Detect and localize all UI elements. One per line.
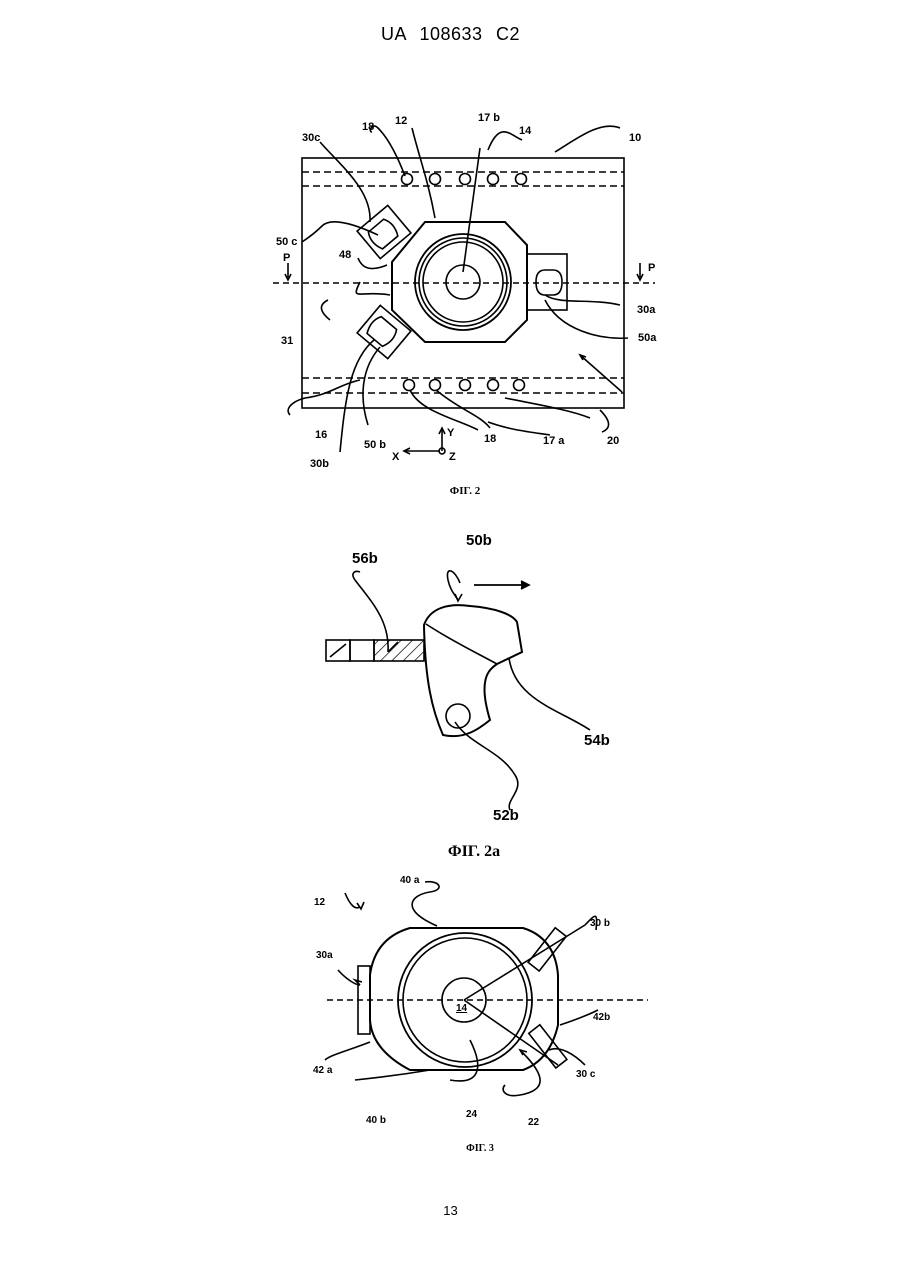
roller-30c-group bbox=[357, 205, 411, 258]
label-18-bottom: 18 bbox=[484, 433, 496, 445]
rack-segment-hatched bbox=[374, 640, 424, 661]
caption-fig2a: ФІГ. 2a bbox=[448, 843, 500, 860]
roller-30a-housing bbox=[527, 254, 567, 310]
balls-bottom bbox=[404, 380, 525, 391]
label-p-right: P bbox=[648, 262, 655, 274]
label-30a-fig3: 30a bbox=[316, 950, 333, 961]
label-48: 48 bbox=[339, 249, 351, 261]
label-12-fig3: 12 bbox=[314, 897, 326, 908]
label-30c-fig3: 30 c bbox=[576, 1069, 596, 1080]
label-14: 14 bbox=[519, 125, 532, 137]
roller-30b-fig3 bbox=[528, 928, 566, 971]
label-axis-x: X bbox=[392, 451, 400, 463]
label-31: 31 bbox=[281, 335, 293, 347]
page-number: 13 bbox=[0, 1203, 901, 1218]
label-14-fig3: 14 bbox=[456, 1003, 468, 1014]
label-30c: 30c bbox=[302, 132, 320, 144]
label-18-top: 18 bbox=[362, 121, 374, 133]
label-22: 22 bbox=[528, 1117, 540, 1128]
label-50b: 50 b bbox=[364, 439, 386, 451]
figure-2a-labels: 50b 56b 54b 52b ФІГ. 2a bbox=[352, 532, 610, 860]
label-50c: 50 c bbox=[276, 236, 297, 248]
caption-fig3: ФІГ. 3 bbox=[466, 1143, 494, 1154]
label-30b: 30b bbox=[310, 458, 329, 470]
label-50a: 50a bbox=[638, 332, 657, 344]
label-30a: 30a bbox=[637, 304, 656, 316]
label-56b: 56b bbox=[352, 550, 378, 567]
pawl-body bbox=[424, 605, 522, 736]
label-50b-2a: 50b bbox=[466, 532, 492, 549]
label-axis-z: Z bbox=[449, 451, 456, 463]
label-16: 16 bbox=[315, 429, 327, 441]
figure-3 bbox=[325, 882, 648, 1096]
label-20: 20 bbox=[607, 435, 619, 447]
label-10: 10 bbox=[629, 132, 641, 144]
label-40a: 40 a bbox=[400, 875, 420, 886]
figure-2-labels: 10 17 b 14 12 18 30c 50 c 48 P P 30a 50a… bbox=[276, 112, 657, 497]
bore-middle bbox=[419, 238, 507, 326]
label-52b: 52b bbox=[493, 807, 519, 824]
bore-outer bbox=[415, 234, 511, 330]
label-42a: 42 a bbox=[313, 1065, 333, 1076]
bore-inner bbox=[423, 242, 503, 322]
figure-2 bbox=[273, 126, 655, 454]
caption-fig2: ФІГ. 2 bbox=[450, 485, 481, 497]
label-30b-fig3: 30 b bbox=[590, 918, 610, 929]
label-p-left: P bbox=[283, 252, 290, 264]
label-54b: 54b bbox=[584, 732, 610, 749]
roller-30c-fig3 bbox=[529, 1025, 567, 1068]
rack-segment-2 bbox=[350, 640, 374, 661]
figure-2a bbox=[326, 571, 590, 810]
label-axis-y: Y bbox=[447, 427, 455, 439]
label-12: 12 bbox=[395, 115, 407, 127]
balls-top bbox=[402, 174, 527, 185]
label-24: 24 bbox=[466, 1109, 478, 1120]
pawl-pivot bbox=[446, 704, 470, 728]
label-40b: 40 b bbox=[366, 1115, 386, 1126]
label-42b: 42b bbox=[593, 1012, 610, 1023]
label-17a: 17 a bbox=[543, 435, 565, 447]
label-17b: 17 b bbox=[478, 112, 500, 124]
